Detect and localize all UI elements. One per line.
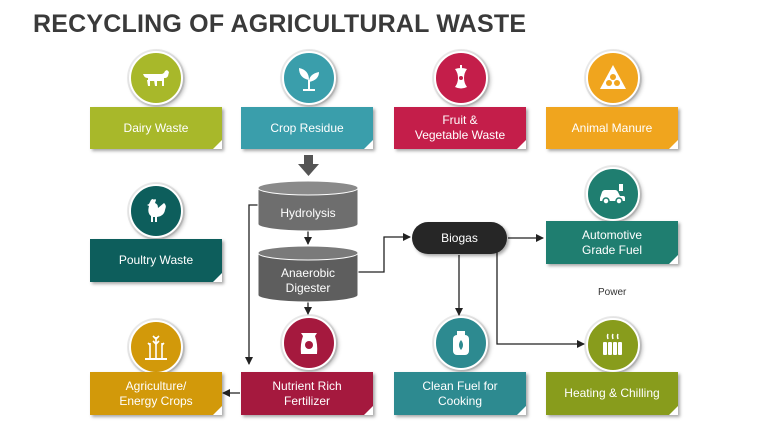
biogas-label: Biogas — [441, 231, 478, 245]
fruit-vegetable-box: Fruit & Vegetable Waste — [394, 107, 526, 149]
automotive-fuel-box: Automotive Grade Fuel — [546, 221, 678, 264]
hydrolysis-label: Hydrolysis — [280, 206, 336, 220]
heating-chilling-box: Heating & Chilling — [546, 372, 678, 415]
gas-cylinder-icon — [453, 331, 469, 355]
digester-label: Anaerobic Digester — [257, 266, 359, 296]
fertilizer-label-line1: Nutrient Rich — [272, 378, 342, 393]
rooster-icon — [147, 199, 166, 222]
power-label: Power — [598, 287, 627, 298]
cooking-label-line2: Cooking — [437, 393, 483, 408]
animal-manure-label: Animal Manure — [571, 120, 653, 135]
biogas-to-heating-arrow — [496, 252, 585, 348]
fertilizer-bag-icon — [300, 333, 318, 354]
crops-icon-circle — [129, 320, 183, 374]
animal-manure-box: Animal Manure — [546, 107, 678, 149]
cow-icon — [143, 70, 169, 86]
energy-crops-box: Agriculture/ Energy Crops — [90, 372, 222, 415]
radiator-icon — [603, 333, 622, 355]
dairy-icon-circle — [129, 51, 183, 105]
crop-icon-circle — [282, 51, 336, 105]
fertilizer-icon-circle — [282, 316, 336, 370]
animal-icon-circle — [586, 51, 640, 105]
fruit-icon-circle — [434, 51, 488, 105]
fruit-label-line2: Vegetable Waste — [414, 128, 506, 142]
crop-to-hydrolysis-arrow — [298, 155, 319, 176]
heating-icon-circle — [586, 318, 640, 372]
automotive-icon-circle — [586, 167, 640, 221]
clean-fuel-box: Clean Fuel for Cooking — [394, 372, 526, 415]
manure-recycle-icon — [600, 65, 626, 89]
digester-label-line1: Anaerobic — [280, 266, 336, 280]
fruit-label-line1: Fruit & — [442, 113, 478, 127]
crops-label-line2: Energy Crops — [119, 393, 193, 408]
biogas-node: Biogas — [412, 222, 507, 254]
hydrolysis-cylinder — [257, 180, 359, 232]
hydrolysis-bypass-arrow — [245, 204, 258, 365]
poultry-waste-label: Poultry Waste — [118, 253, 194, 267]
cooking-icon-circle — [434, 316, 488, 370]
digester-label-line2: Digester — [285, 281, 331, 295]
cooking-label-line1: Clean Fuel for — [422, 378, 498, 393]
heating-label: Heating & Chilling — [564, 386, 660, 400]
fertilizer-label-line2: Fertilizer — [283, 393, 330, 408]
automotive-label-line2: Grade Fuel — [581, 242, 643, 257]
wheat-crop-icon — [145, 335, 167, 360]
digester-to-biogas-arrow — [358, 233, 411, 273]
dairy-waste-label: Dairy Waste — [123, 120, 189, 135]
crop-residue-box: Crop Residue — [241, 107, 373, 149]
crop-residue-label: Crop Residue — [270, 120, 344, 135]
fertilizer-box: Nutrient Rich Fertilizer — [241, 372, 373, 415]
apple-core-icon — [455, 65, 467, 89]
page-title: RECYCLING OF AGRICULTURAL WASTE — [33, 10, 527, 38]
automotive-label-line1: Automotive — [581, 227, 643, 242]
crops-label-line1: Agriculture/ — [125, 378, 187, 393]
dairy-waste-box: Dairy Waste — [90, 107, 222, 149]
poultry-waste-box: Poultry Waste — [90, 239, 222, 282]
poultry-icon-circle — [129, 184, 183, 238]
leaves-icon — [299, 68, 319, 91]
digester-cylinder — [257, 245, 359, 303]
car-fuel-icon — [600, 184, 625, 205]
